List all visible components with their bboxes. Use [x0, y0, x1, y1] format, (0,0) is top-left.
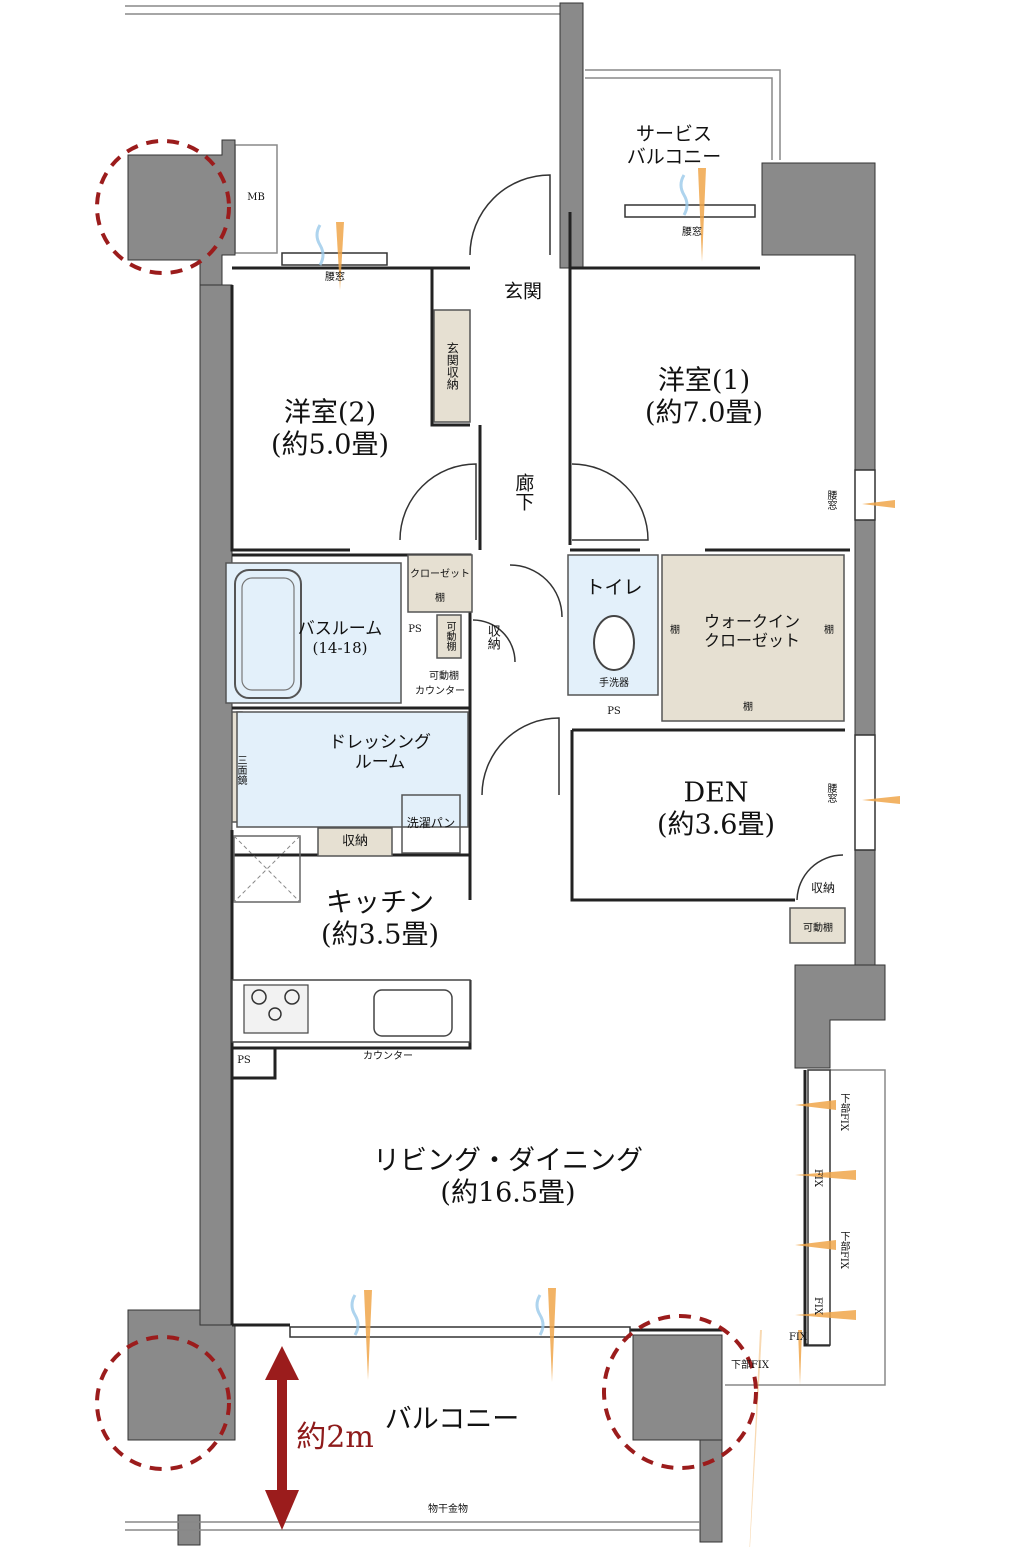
- toilet-label: トイレ: [585, 576, 643, 599]
- ps-label: PS: [607, 706, 621, 717]
- drying-hardware-label: 物干金物: [428, 1504, 468, 1515]
- lower-fix-label: 下部FIX: [730, 1360, 770, 1371]
- den-size: (約3.6畳): [656, 810, 776, 841]
- western-room-1-size: (約7.0畳): [644, 398, 764, 429]
- western-room-2-name: 洋室(2): [283, 397, 377, 429]
- western-room-1-name: 洋室(1): [657, 365, 751, 397]
- mb-label: MB: [247, 192, 265, 203]
- entrance-storage-label: 玄関収納: [445, 342, 460, 390]
- three-mirror-label: 三面鏡: [235, 755, 246, 785]
- dressing-room-label: ドレッシング ルーム: [329, 732, 431, 773]
- western-room-2-label: 洋室(2) (約5.0畳): [271, 398, 389, 463]
- balcony-label: バルコニー: [384, 1403, 520, 1435]
- storage-label: 収納: [484, 624, 500, 650]
- hand-wash-label: 手洗器: [599, 678, 629, 689]
- laundry-pan-label: 洗濯パン: [406, 815, 456, 830]
- movable-shelf-counter-label: 可動棚: [429, 671, 459, 682]
- shelf-label: 棚: [435, 593, 445, 604]
- service-balcony-label: サービス バルコニー: [626, 123, 722, 168]
- kitchen-name: キッチン: [325, 887, 434, 919]
- entrance-label: 玄関: [503, 280, 543, 303]
- balcony-depth-dimension: 約2m: [296, 1420, 374, 1455]
- lower-fix-label: 下部FIX: [838, 1092, 849, 1132]
- storage-label: 収納: [810, 880, 836, 895]
- den-name: DEN: [683, 777, 749, 809]
- kitchen-label: キッチン (約3.5畳): [321, 888, 439, 953]
- storage-label: 収納: [341, 834, 369, 850]
- fix-label: FIX: [812, 1168, 823, 1188]
- ps-label: PS: [408, 624, 422, 635]
- counter-label: カウンター: [363, 1051, 413, 1062]
- walk-in-closet-label: ウォークイン クローゼット: [703, 611, 801, 650]
- waist-window-label: 腰窓: [825, 783, 836, 803]
- shelf-label: 棚: [824, 625, 834, 636]
- ps-label: PS: [237, 1055, 251, 1066]
- waist-window-label: 腰窓: [825, 490, 836, 510]
- fix-label: FIX: [788, 1332, 808, 1343]
- western-room-1-label: 洋室(1) (約7.0畳): [645, 366, 763, 431]
- fix-label: FIX: [812, 1296, 823, 1316]
- shelf-label: 棚: [670, 625, 680, 636]
- counter-label: カウンター: [415, 686, 465, 697]
- western-room-2-size: (約5.0畳): [270, 430, 390, 461]
- shelf-label: 棚: [743, 702, 753, 713]
- closet-label: クローゼット: [410, 569, 470, 580]
- movable-shelf-label: 可動棚: [803, 923, 833, 934]
- corridor-label: 廊下: [512, 473, 535, 511]
- kitchen-size: (約3.5畳): [320, 920, 440, 951]
- bathroom-label: バスルーム (14-18): [297, 618, 383, 658]
- den-label: DEN (約3.6畳): [657, 778, 775, 843]
- waist-window-label: 腰窓: [325, 272, 345, 283]
- movable-shelf-label: 可動棚: [444, 621, 455, 651]
- living-dining-size: (約16.5畳): [440, 1178, 576, 1209]
- living-dining-label: リビング・ダイニング (約16.5畳): [373, 1146, 643, 1211]
- waist-window-label: 腰窓: [682, 227, 702, 238]
- lower-fix-label: 下部FIX: [838, 1230, 849, 1270]
- living-dining-name: リビング・ダイニング: [373, 1145, 643, 1177]
